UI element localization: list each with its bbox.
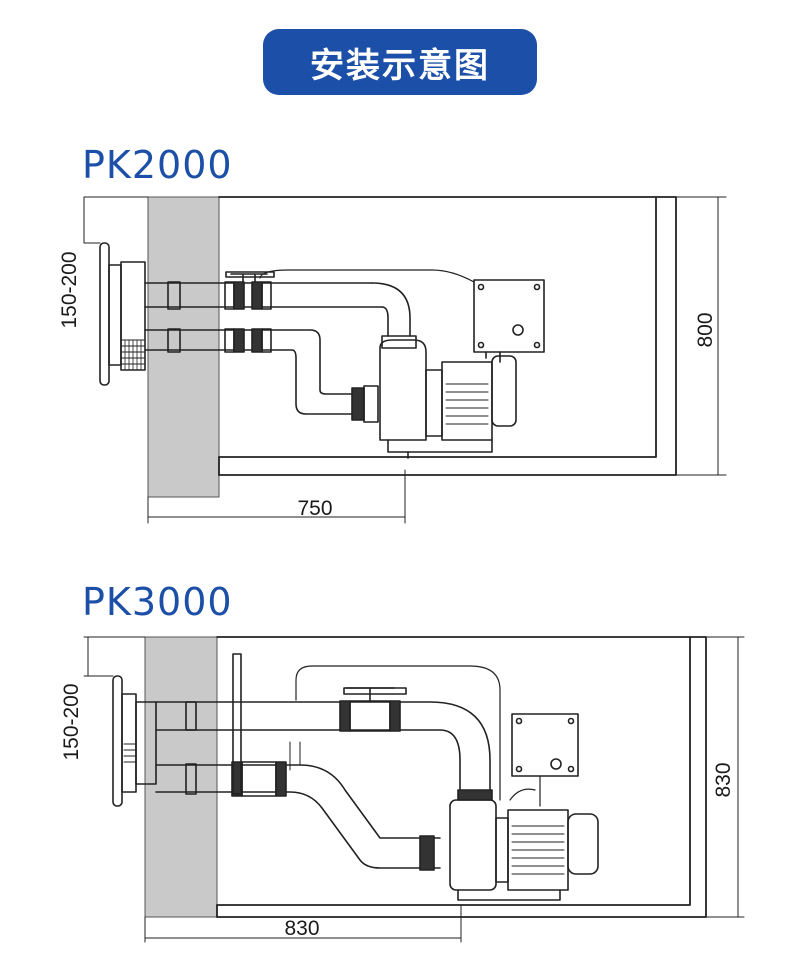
wall-section bbox=[144, 636, 218, 918]
page-title: 安装示意图 bbox=[263, 29, 537, 95]
pit-enclosure bbox=[216, 636, 707, 918]
control-box-pk3000 bbox=[295, 665, 579, 807]
dim-height-pk3000: 830 bbox=[712, 762, 735, 797]
dimension-lines-pk3000 bbox=[83, 636, 745, 943]
diagram-pk2000: 150-200 800 750 bbox=[58, 196, 727, 524]
dim-width-pk3000: 830 bbox=[284, 917, 319, 940]
lower-pipe bbox=[155, 741, 441, 871]
dim-depth-pk2000: 150-200 bbox=[58, 251, 81, 328]
dim-width-pk2000: 750 bbox=[297, 497, 332, 520]
control-box-pk2000 bbox=[259, 269, 545, 363]
upper-pipe bbox=[155, 687, 493, 801]
pump-pk3000 bbox=[449, 799, 599, 901]
mounting-plate bbox=[232, 653, 242, 795]
dim-height-pk2000: 800 bbox=[694, 312, 717, 347]
lower-pipe bbox=[144, 328, 379, 423]
dimension-lines-pk2000 bbox=[83, 196, 727, 524]
jet-nozzle bbox=[112, 675, 157, 807]
upper-pipe bbox=[144, 271, 417, 349]
dim-depth-pk3000: 150-200 bbox=[60, 683, 83, 760]
jet-nozzle bbox=[99, 242, 146, 386]
pump-pk2000 bbox=[379, 339, 517, 459]
model-label-pk3000: PK3000 bbox=[82, 580, 233, 624]
pit-enclosure bbox=[218, 196, 677, 476]
diagram-pk3000: 150-200 830 830 bbox=[60, 636, 745, 943]
wall-section bbox=[147, 196, 220, 498]
model-label-pk2000: PK2000 bbox=[82, 143, 233, 187]
